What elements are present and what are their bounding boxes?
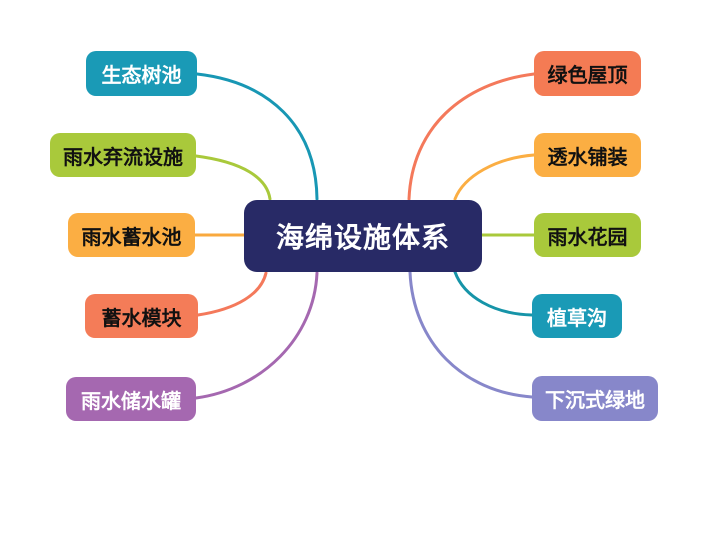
connector-green-roof [407, 72, 536, 201]
branch-node-grass-swale[interactable]: 植草沟 [532, 294, 622, 338]
branch-node-sunken-green-space[interactable]: 下沉式绿地 [532, 376, 658, 421]
branch-node-permeable-pavement[interactable]: 透水铺装 [534, 133, 641, 177]
connector-water-storage-module [196, 271, 268, 317]
branch-node-green-roof[interactable]: 绿色屋顶 [534, 51, 641, 96]
branch-node-rainwater-diversion-facility[interactable]: 雨水弃流设施 [50, 133, 196, 177]
central-topic-sponge-facility-system[interactable]: 海绵设施体系 [244, 200, 482, 272]
connector-grass-swale [453, 270, 534, 317]
connector-permeable-pavement [453, 153, 536, 201]
branch-node-rainwater-storage-pool[interactable]: 雨水蓄水池 [68, 213, 195, 257]
branch-node-eco-tree-pool[interactable]: 生态树池 [86, 51, 197, 96]
connector-rainwater-diversion-facility [194, 154, 272, 201]
branch-node-water-storage-module[interactable]: 蓄水模块 [85, 294, 198, 338]
connector-rainwater-storage-tank [194, 271, 319, 400]
branch-node-rainwater-storage-tank[interactable]: 雨水储水罐 [66, 377, 196, 421]
connector-sunken-green-space [408, 270, 534, 399]
branch-node-rain-garden[interactable]: 雨水花园 [534, 213, 641, 257]
connector-eco-tree-pool [195, 72, 319, 201]
